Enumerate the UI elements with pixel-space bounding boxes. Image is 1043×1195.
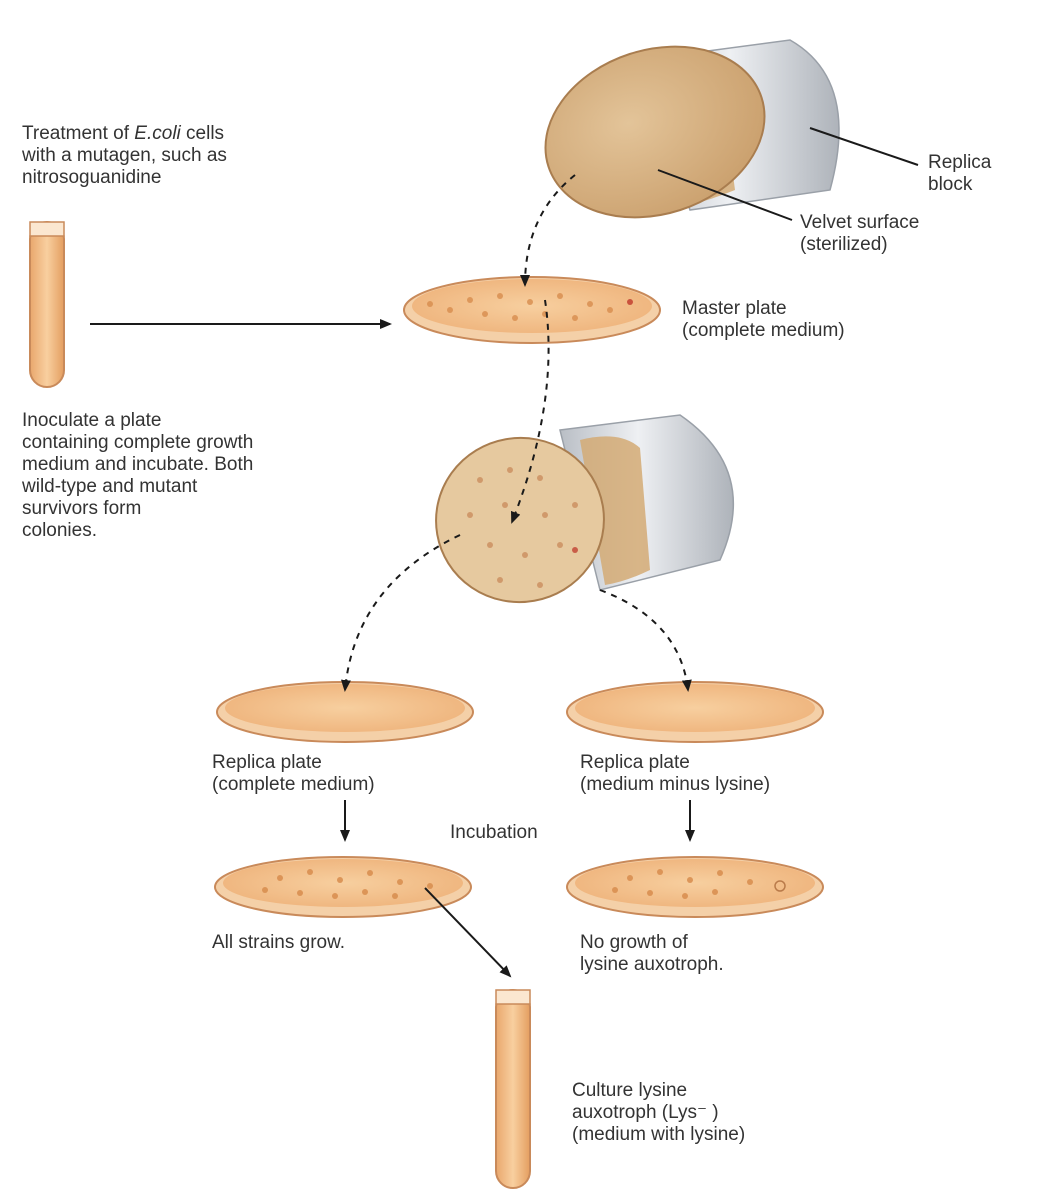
master-plate bbox=[404, 277, 660, 343]
arrow-block-to-right-plate bbox=[600, 590, 688, 690]
incubation-label: Incubation bbox=[450, 822, 538, 844]
velvet-surface-label: Velvet surface (sterilized) bbox=[800, 212, 919, 256]
master-plate-label: Master plate (complete medium) bbox=[682, 298, 845, 342]
replica-plate-left-label: Replica plate (complete medium) bbox=[212, 752, 375, 796]
replica-plate-right bbox=[567, 682, 823, 742]
replica-block-label: Replica block bbox=[928, 152, 991, 196]
incubated-plate-left bbox=[215, 857, 471, 917]
treatment-label: Treatment of E.coli cells with a mutagen… bbox=[22, 123, 227, 189]
replica-block-top bbox=[523, 19, 839, 244]
all-strains-label: All strains grow. bbox=[212, 932, 345, 954]
arrow-colony-to-tube bbox=[425, 888, 510, 976]
replica-plate-right-label: Replica plate (medium minus lysine) bbox=[580, 752, 770, 796]
replica-plate-left bbox=[217, 682, 473, 742]
culture-label: Culture lysine auxotroph (Lys⁻ ) (medium… bbox=[572, 1080, 745, 1146]
replica-block-middle bbox=[423, 415, 733, 615]
no-growth-label: No growth of lysine auxotroph. bbox=[580, 932, 724, 976]
arrow-block-to-left-plate bbox=[345, 535, 460, 690]
inoculate-label: Inoculate a plate containing complete gr… bbox=[22, 410, 253, 542]
test-tube-mutagen bbox=[30, 222, 64, 387]
incubated-plate-right bbox=[567, 857, 823, 917]
ecoli-italic: E.coli bbox=[134, 123, 180, 144]
test-tube-culture bbox=[496, 990, 530, 1188]
